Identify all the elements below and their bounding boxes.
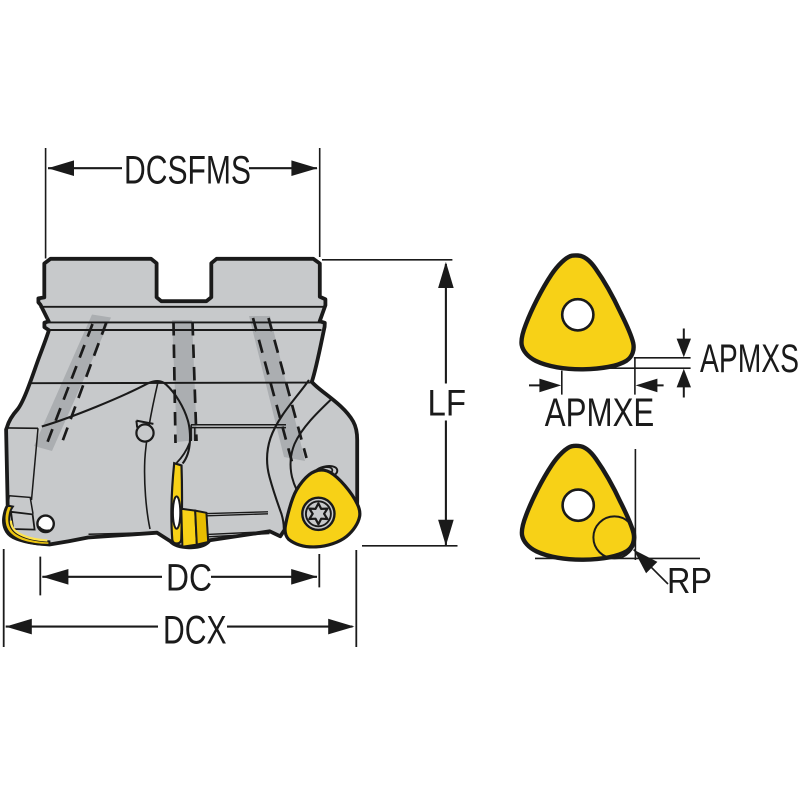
svg-text:LF: LF bbox=[428, 381, 467, 423]
svg-text:DCSFMS: DCSFMS bbox=[124, 148, 251, 192]
svg-text:APMXS: APMXS bbox=[700, 337, 799, 381]
svg-text:RP: RP bbox=[667, 560, 712, 601]
svg-text:APMXE: APMXE bbox=[545, 391, 655, 435]
svg-text:DCX: DCX bbox=[163, 609, 227, 653]
svg-text:DC: DC bbox=[166, 557, 212, 599]
